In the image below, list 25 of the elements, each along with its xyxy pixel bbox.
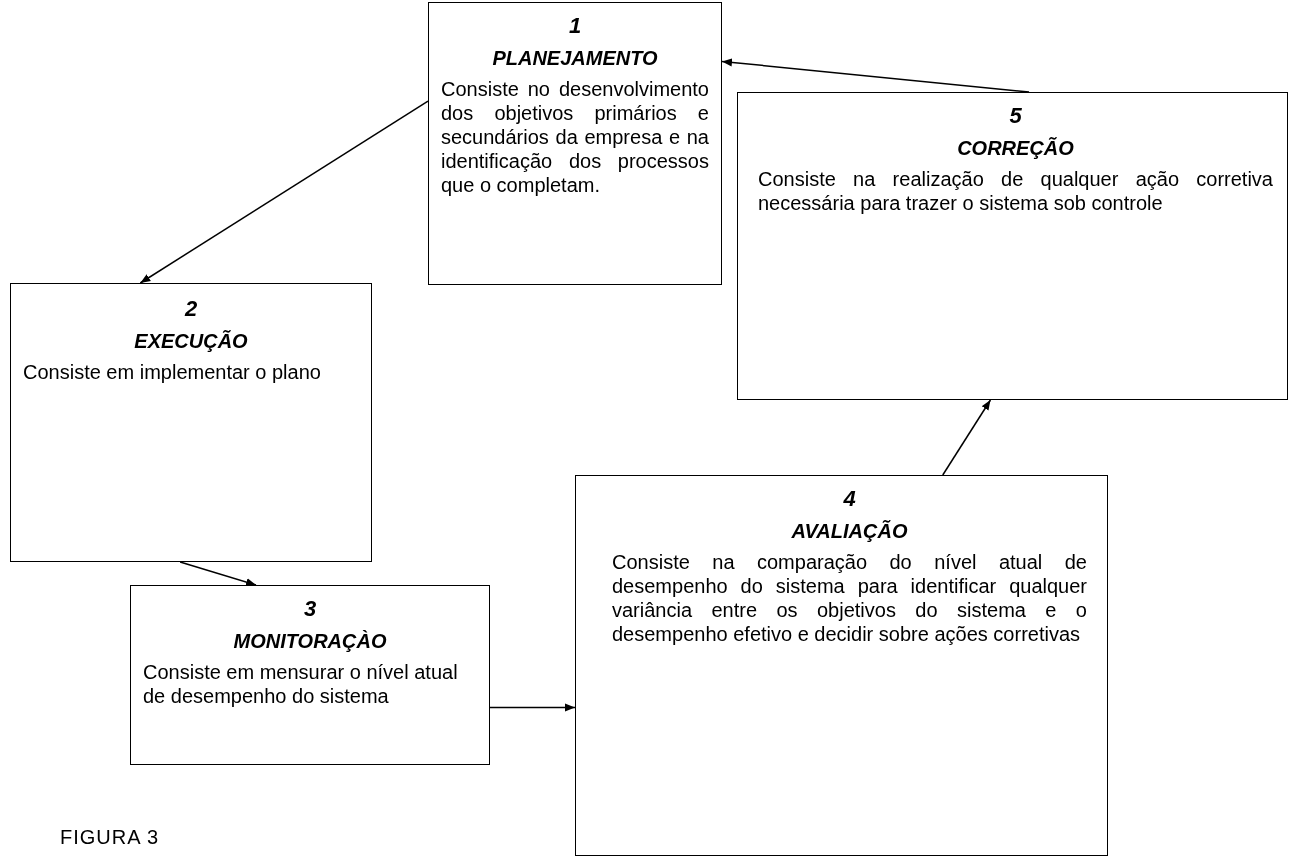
step-description: Consiste na realização de qualquer ação corretiva necessária para trazer o sistema sob controle	[758, 167, 1273, 215]
arrow	[942, 399, 992, 476]
step-heading: CORREÇÃO	[957, 136, 1074, 161]
step-description: Consiste na comparação do nível atual de desempenho do sistema para identificar qualquer variância entre os objetivos do sistema e o desempenho efetivo e decidir sobre ações corretivas	[612, 550, 1087, 646]
step-number: 1	[568, 13, 582, 39]
step-number: 5	[1009, 103, 1022, 129]
process-box	[428, 2, 722, 285]
arrow	[139, 100, 429, 284]
step-description: Consiste em implementar o plano	[23, 360, 322, 384]
step-number: 4	[843, 486, 856, 512]
step-number: 2	[184, 296, 198, 322]
step-description: Consiste em mensurar o nível atual de desempenho do sistema	[143, 660, 459, 708]
process-box	[575, 475, 1108, 856]
arrow	[489, 703, 576, 712]
figure-caption: FIGURA 3	[60, 826, 160, 849]
step-heading: EXECUÇÃO	[134, 329, 248, 354]
process-box	[130, 585, 490, 765]
process-box	[10, 283, 372, 562]
step-description: Consiste no desenvolvimento dos objetivos primários e secundários da empresa e na identificação dos processos que o completam.	[441, 77, 709, 197]
step-heading: MONITORAÇÀO	[233, 629, 387, 654]
process-box	[737, 92, 1288, 400]
step-heading: PLANEJAMENTO	[492, 46, 658, 71]
step-number: 3	[303, 596, 317, 622]
step-heading: AVALIAÇÃO	[791, 519, 908, 544]
arrow	[179, 561, 257, 586]
